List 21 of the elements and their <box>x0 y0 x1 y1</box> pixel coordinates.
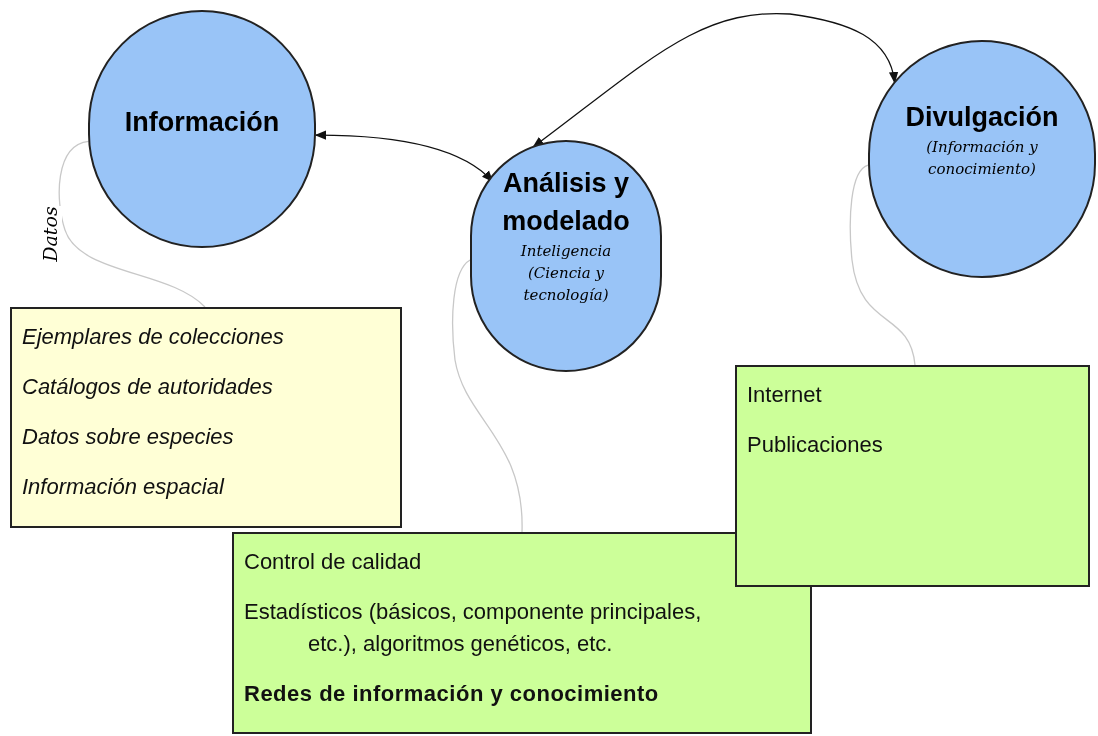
list-item: Estadísticos (básicos, componente principales, etc.), algoritmos genéticos, etc. <box>244 598 703 658</box>
connector-line <box>452 259 523 533</box>
text-box <box>735 365 1090 587</box>
list-item: Ejemplares de colecciones <box>22 323 285 351</box>
list-item: Internet <box>747 381 823 409</box>
list-item: Publicaciones <box>747 431 884 459</box>
circle-title: Análisis y modelado <box>501 167 631 238</box>
list-item: Datos sobre especies <box>22 423 235 451</box>
circle-subtitle: (Información y conocimiento) <box>925 137 1039 180</box>
circle-title: Divulgación <box>904 101 1060 134</box>
arrow <box>532 13 898 148</box>
connector-line <box>58 140 206 308</box>
list-item: Información espacial <box>22 473 226 501</box>
text-box <box>10 307 402 528</box>
circle-title: Información <box>123 106 281 139</box>
list-item: Control de calidad <box>244 548 423 576</box>
connector-line <box>849 164 916 366</box>
text-box <box>232 532 812 734</box>
list-item: Redes de información y conocimiento <box>244 680 660 708</box>
list-item: Catálogos de autoridades <box>22 373 274 401</box>
circle-subtitle: Inteligencia (Ciencia y tecnología) <box>519 241 613 306</box>
